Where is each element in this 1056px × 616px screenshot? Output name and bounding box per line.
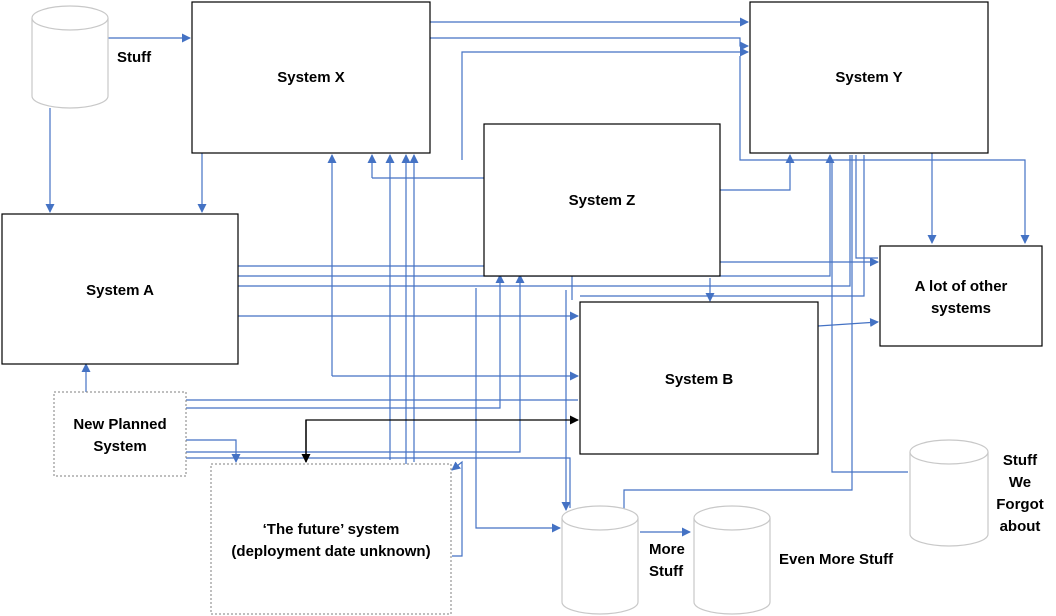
more-stuff-label-line-1: More: [649, 541, 685, 558]
stuff-database: Stuff: [31, 5, 152, 109]
forgot-stuff-label-line-4: about: [1000, 518, 1041, 535]
forgot-stuff-label-line-2: We: [1009, 474, 1031, 491]
new-planned-label-line-1: New Planned: [73, 416, 166, 433]
other-systems-label-line-2: systems: [931, 300, 991, 317]
system-b-label: System B: [665, 371, 734, 388]
more-stuff-label-line-2: Stuff: [649, 563, 684, 580]
system-y-label: System Y: [835, 69, 902, 86]
stuff-label: Stuff: [117, 49, 152, 66]
more-stuff-database: More Stuff: [561, 505, 685, 615]
even-more-stuff-label: Even More Stuff: [779, 551, 894, 568]
system-y[interactable]: System Y: [749, 1, 989, 154]
future-system-label-line-2: (deployment date unknown): [231, 543, 430, 560]
other-systems-label-line-1: A lot of other: [915, 278, 1008, 295]
system-x[interactable]: System X: [191, 1, 431, 154]
system-z[interactable]: System Z: [483, 123, 721, 277]
other-systems[interactable]: A lot of other systems: [879, 245, 1043, 347]
system-b[interactable]: System B: [579, 301, 819, 455]
new-planned-label-line-2: System: [93, 438, 146, 455]
even-more-stuff-database: Even More Stuff: [693, 505, 894, 615]
future-system-label-line-1: ‘The future’ system: [263, 521, 400, 538]
future-system[interactable]: ‘The future’ system (deployment date unk…: [210, 463, 452, 615]
forgot-stuff-database: Stuff We Forgot about: [909, 439, 1044, 547]
system-a-label: System A: [86, 282, 154, 299]
forgot-stuff-label-line-3: Forgot: [996, 496, 1043, 513]
new-planned-system[interactable]: New Planned System: [53, 391, 187, 477]
forgot-stuff-label-line-1: Stuff: [1003, 452, 1038, 469]
system-z-label: System Z: [569, 192, 636, 209]
highlight-connector: [301, 415, 579, 463]
system-x-label: System X: [277, 69, 345, 86]
system-a[interactable]: System A: [1, 213, 239, 365]
